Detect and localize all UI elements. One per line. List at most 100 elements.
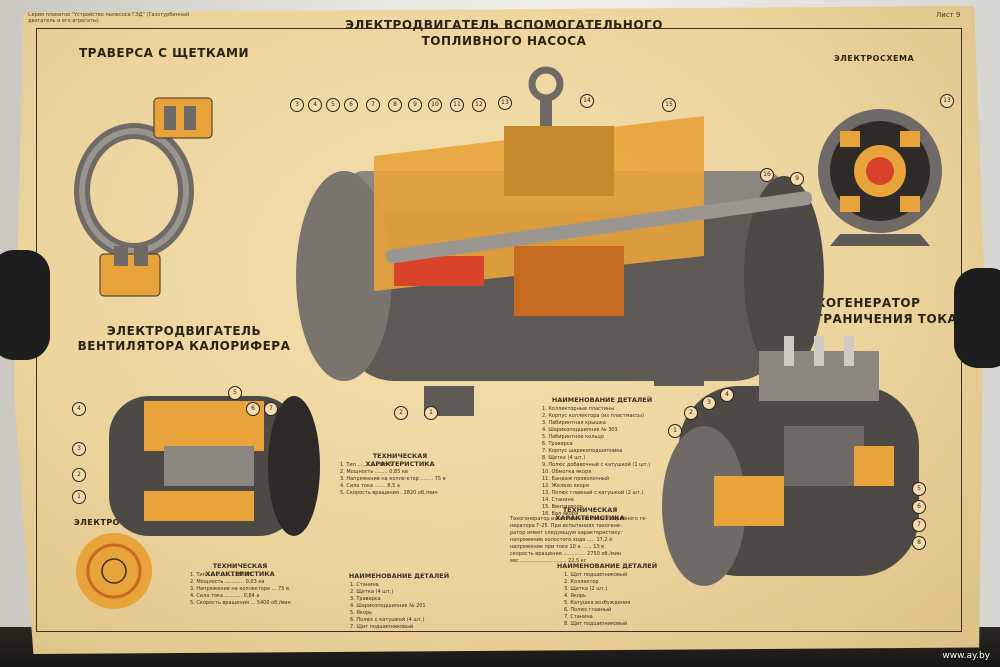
list-item: вес ............................. 22,5 к… — [510, 558, 587, 564]
callout-10: 10 — [428, 98, 442, 112]
callout-2: 2 — [394, 406, 408, 420]
list-item: 1. Тип ............. ПН-5 — [340, 462, 393, 468]
series-header: Серия плакатов "Устройство пылесоса ГЭД"… — [28, 12, 190, 24]
list-item: 1. Коллекторные пластины — [542, 406, 615, 412]
callout-fan-3: 3 — [72, 442, 86, 456]
schematic-title-left: ЭЛЕКТРОСХЕМА — [73, 518, 155, 527]
parts-tacho-list: 1. Щит подшипниковый 2. Коллектор 3. Щет… — [564, 572, 630, 628]
list-item: 5. Катушка возбуждения — [564, 600, 631, 606]
callout-tacho-5: 5 — [912, 482, 926, 496]
list-item: 7. Щит подшипниковый — [350, 624, 414, 630]
specs-main-title: ТЕХНИЧЕСКАЯ ХАРАКТЕРИСТИКА — [365, 452, 435, 468]
callout-5: 5 — [326, 98, 340, 112]
list-item: 6. Траверса — [542, 441, 573, 447]
callout-tacho-7: 7 — [912, 518, 926, 532]
specs-tacho-title: ТЕХНИЧЕСКАЯ ХАРАКТЕРИСТИКА — [555, 506, 625, 522]
specs-fan-title: ТЕХНИЧЕСКАЯ ХАРАКТЕРИСТИКА — [205, 562, 275, 578]
list-item: 2. Мощность ............ 0,03 кв — [190, 579, 265, 585]
callout-4: 4 — [308, 98, 322, 112]
list-item: 3. Щетка (2 шт.) — [564, 586, 608, 592]
list-item: 3. Траверса — [350, 596, 381, 602]
callout-schem-13: 13 — [940, 94, 954, 108]
watermark: www.ay.by — [942, 651, 990, 661]
callout-fan-1: 1 — [72, 490, 86, 504]
list-item: 16. Вал якоря — [542, 511, 579, 517]
list-item: 4. Сила тока ....... 8,5 а — [340, 483, 400, 489]
main-motor-illustration — [296, 66, 824, 416]
list-item: 5. Скорость вращения . 2820 об./мин — [340, 490, 438, 496]
parts-fan-title: НАИМЕНОВАНИЕ ДЕТАЛЕЙ — [348, 572, 450, 580]
list-item: 6. Полюс главный — [564, 607, 612, 613]
list-item: ратор имеет следующую характеристику: — [510, 530, 623, 536]
list-item: напряжение холостого хода ..... 17,2 в — [510, 537, 613, 543]
tachogen-title-line1: ТАХОГЕНЕРАТОР — [797, 296, 921, 310]
callout-tacho-6: 6 — [912, 500, 926, 514]
fan-motor-title-line1: ЭЛЕКТРОДВИГАТЕЛЬ — [106, 324, 262, 338]
list-item: 2. Корпус коллектора (из пластмассы) — [542, 413, 644, 419]
left-glove — [0, 250, 50, 360]
callout-11: 11 — [450, 98, 464, 112]
list-item: 2. Мощность ........ 0,85 кв — [340, 469, 408, 475]
callout-tacho-8: 8 — [912, 536, 926, 550]
specs-tacho-list: Тахогенератор изготовлен на основе серий… — [510, 516, 647, 565]
list-item: 8. Щит подшипниковый — [564, 621, 628, 627]
right-glove — [954, 268, 1000, 368]
callout-15: 15 — [662, 98, 676, 112]
list-item: 5. Якорь — [350, 610, 373, 616]
specs-main-list: 1. Тип ............. ПН-5 2. Мощность ..… — [340, 462, 446, 497]
fan-motor-illustration — [109, 396, 320, 536]
list-item: 1. Станина — [350, 582, 379, 588]
parts-main-list: 1. Коллекторные пластины 2. Корпус колле… — [542, 406, 650, 518]
list-item: 4. Шарикоподшипник № 201 — [350, 603, 426, 609]
callout-9: 9 — [408, 98, 422, 112]
callout-tacho-1: 1 — [668, 424, 682, 438]
callout-fan-4: 4 — [72, 402, 86, 416]
list-item: 5. Лабиринтное кольцо — [542, 434, 604, 440]
sheet-number: Лист 9 — [936, 11, 961, 19]
list-item: 12. Железо якоря — [542, 483, 589, 489]
fan-motor-title-line2: ВЕНТИЛЯТОРА КАЛОРИФЕРА — [77, 339, 291, 353]
traverse-title: ТРАВЕРСА С ЩЕТКАМИ — [78, 46, 250, 60]
callout-13: 13 — [498, 96, 512, 110]
callout-12: 12 — [472, 98, 486, 112]
callout-fan-7: 7 — [264, 402, 278, 416]
list-item: 6. Полюс с катушкой (4 шт.) — [350, 617, 425, 623]
list-item: 3. Напряжение на коллекторе ... 75 в — [190, 586, 289, 592]
list-item: 10. Обмотка якоря — [542, 469, 592, 475]
list-item: напряжение при токе 10 а ...... 13 в — [510, 544, 605, 550]
callout-fan-5: 5 — [228, 386, 242, 400]
callout-fan-2: 2 — [72, 468, 86, 482]
list-item: 2. Щетка (4 шт.) — [350, 589, 394, 595]
illustrations — [74, 66, 942, 609]
traverse-illustration — [74, 97, 213, 297]
main-title-line2: ТОПЛИВНОГО НАСОСА — [421, 34, 587, 48]
list-item: 7. Станина — [564, 614, 593, 620]
list-item: 8. Щетка (4 шт.) — [542, 455, 586, 461]
parts-fan-list: 1. Станина 2. Щетка (4 шт.) 3. Траверса … — [350, 582, 426, 631]
list-item: 2. Коллектор — [564, 579, 599, 585]
list-item: 14. Станина — [542, 497, 574, 503]
list-item: 15. Вентилятор — [542, 504, 583, 510]
list-item: 5. Скорость вращения ... 5400 об./мин — [190, 600, 291, 606]
list-item: Тахогенератор изготовлен на основе серий… — [510, 516, 648, 522]
list-item: 4. Якорь — [564, 593, 587, 599]
list-item: 1. Тип ................. МВ-75 — [190, 572, 253, 578]
callout-16: 16 — [760, 168, 774, 182]
list-item: скорость вращения .............. 2750 об… — [510, 551, 622, 557]
callout-fan-6: 6 — [246, 402, 260, 416]
callout-tacho-2: 2 — [684, 406, 698, 420]
specs-fan-list: 1. Тип ................. МВ-75 2. Мощнос… — [190, 572, 291, 607]
callout-3: 3 — [290, 98, 304, 112]
list-item: 4. Сила тока ........... 0,84 а — [190, 593, 260, 599]
callout-1: 1 — [424, 406, 438, 420]
callout-7: 7 — [366, 98, 380, 112]
right-schematic-illustration — [818, 109, 942, 246]
list-item: 9. Полюс добавочный с катушкой (1 шт.) — [542, 462, 651, 468]
callout-tacho-4: 4 — [720, 388, 734, 402]
left-schematic-illustration — [76, 533, 152, 609]
callout-14: 14 — [580, 94, 594, 108]
list-item: нератора Г-25. При испытаниях тахогене- — [510, 523, 622, 529]
list-item: 3. Напряжение на колле-ктор ........ 75 … — [340, 476, 446, 482]
parts-main-title: НАИМЕНОВАНИЕ ДЕТАЛЕЙ — [551, 396, 653, 404]
list-item: 4. Шарикоподшипник № 303 — [542, 427, 618, 433]
